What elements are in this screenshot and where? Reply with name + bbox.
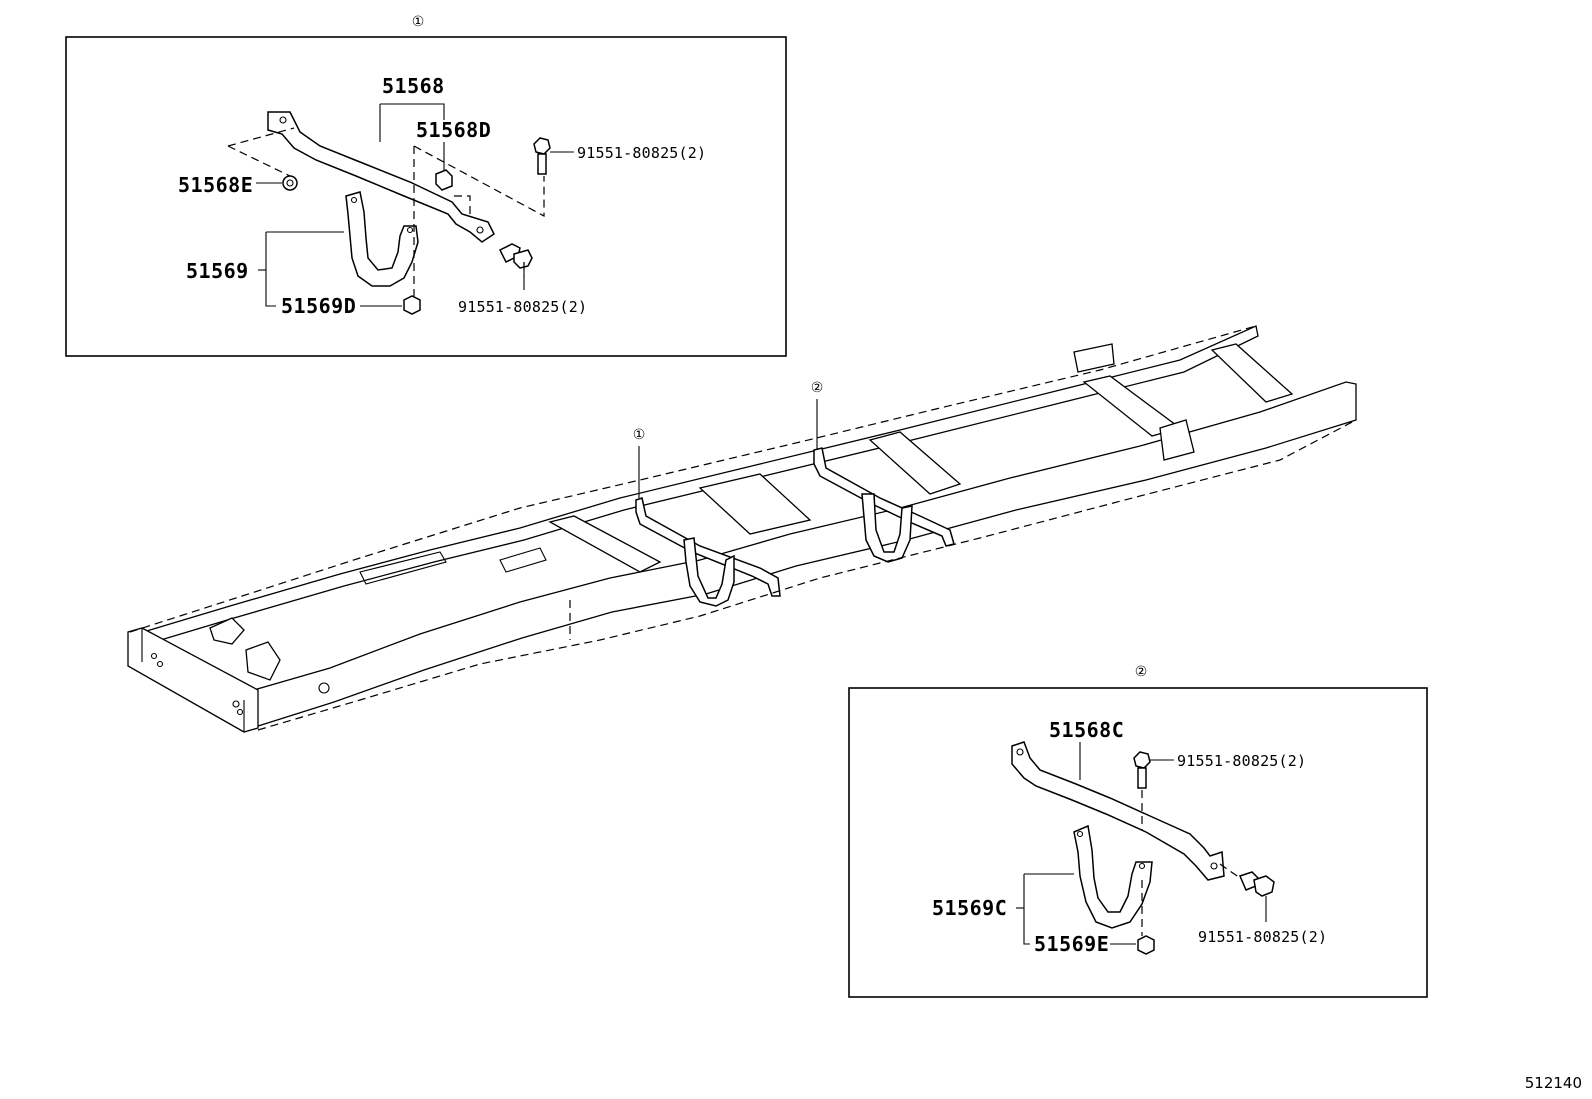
label-51569C: 51569C xyxy=(932,896,1007,920)
label-bolt-top-2: 91551-80825(2) xyxy=(1177,752,1306,770)
bolt-bottom-shape xyxy=(498,243,533,269)
chassis-frame xyxy=(127,325,1357,733)
grommet-51568E-shape xyxy=(282,175,298,191)
hanger-51569C-shape xyxy=(1073,824,1153,929)
label-51569: 51569 xyxy=(186,259,249,283)
frame-marker-2: ② xyxy=(811,380,824,396)
figure-number: 512140 xyxy=(1525,1074,1582,1092)
front-crossmember xyxy=(127,627,259,733)
frame-bracket-1 xyxy=(635,497,781,597)
crossmember-5 xyxy=(1210,343,1294,403)
crossmember-1 xyxy=(548,515,662,573)
bolt-bottom-2-shape xyxy=(1238,871,1275,897)
bolt-top-shape xyxy=(533,137,551,175)
label-51568: 51568 xyxy=(382,74,445,98)
label-51568E: 51568E xyxy=(178,173,253,197)
label-51569E: 51569E xyxy=(1034,932,1109,956)
bolt-top-2-shape xyxy=(1133,751,1151,789)
frame-marker-1: ① xyxy=(633,427,646,443)
inset-2: ② 51568C 915 xyxy=(848,664,1428,998)
label-51568C: 51568C xyxy=(1049,718,1124,742)
inset-1: ① xyxy=(65,14,787,357)
far-side-rail xyxy=(129,325,1259,649)
cushion-51569D-shape xyxy=(403,295,421,315)
inset-1-marker: ① xyxy=(412,14,425,30)
crossmember-2 xyxy=(698,473,812,535)
label-bolt-bottom-2: 91551-80825(2) xyxy=(1198,928,1327,946)
label-bolt-top-1: 91551-80825(2) xyxy=(577,144,706,162)
nut-51568D-shape xyxy=(435,169,453,191)
frame-hanger-2 xyxy=(861,493,913,563)
bracket-51568C-shape xyxy=(1011,741,1225,881)
cushion-51569E-shape xyxy=(1137,935,1155,955)
inset-2-marker: ② xyxy=(1135,664,1148,680)
hanger-51569-shape xyxy=(345,191,419,287)
phantom-upper xyxy=(129,325,1257,633)
label-bolt-bottom-1: 91551-80825(2) xyxy=(458,298,587,316)
crossmember-3 xyxy=(868,431,962,495)
label-51568D: 51568D xyxy=(416,118,491,142)
frame-hanger-1 xyxy=(683,537,735,607)
inset-2-border xyxy=(848,687,1428,998)
frame-markers: ① ② xyxy=(633,380,824,498)
label-51569D: 51569D xyxy=(281,294,356,318)
bracket-51568-shape xyxy=(267,111,495,243)
inset-1-border xyxy=(65,36,787,357)
